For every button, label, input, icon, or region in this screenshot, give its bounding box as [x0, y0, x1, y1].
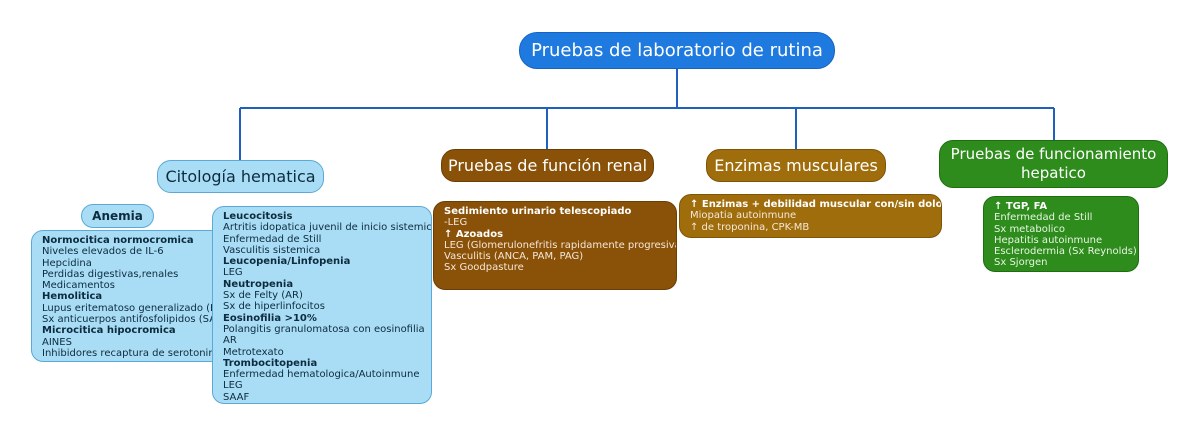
box-line: AINES [42, 336, 72, 348]
box-heading: ↑ Enzimas + debilidad muscular con/sin d… [690, 199, 942, 210]
box-line: Enfermedad hematologica/Autoinmune [223, 369, 420, 381]
anemia-node[interactable]: Anemia [81, 204, 154, 228]
box-line: Vasculitis (ANCA, PAM, PAG) [444, 251, 584, 263]
box-line: Esclerodermia (Sx Reynolds) [994, 246, 1137, 258]
musculares-detail-box: ↑ Enzimas + debilidad muscular con/sin d… [679, 194, 942, 238]
box-line: Enfermedad de Still [994, 212, 1093, 224]
box-line: Artritis idopatica juvenil de inicio sis… [223, 222, 432, 234]
box-heading: ↑ TGP, FA [994, 201, 1048, 212]
box-heading: Eosinofilia >10% [223, 312, 317, 324]
citologia-node[interactable]: Citología hematica [157, 160, 324, 193]
box-heading: Leucocitosis [223, 211, 293, 222]
box-line: Hepcidina [42, 257, 92, 269]
box-line: Sx de Felty (AR) [223, 290, 303, 302]
box-line: LEG [223, 380, 243, 392]
hepatico-node[interactable]: Pruebas de funcionamiento hepatico [939, 140, 1168, 188]
renal-detail-box: Sedimiento urinario telescopiado-LEG↑ Az… [433, 201, 677, 290]
box-line: Polangitis granulomatosa con eosinofilia [223, 323, 425, 335]
box-line: Enfermedad de Still [223, 233, 322, 245]
box-line: ↑ de troponina, CPK-MB [690, 221, 810, 233]
musculares-title: Enzimas musculares [714, 156, 878, 175]
box-line: Inhibidores recaptura de serotonina [42, 347, 221, 359]
box-line: Sx de hiperlinfocitos [223, 301, 325, 313]
box-line: Vasculitis sistemica [223, 244, 321, 256]
box-line: -LEG [444, 217, 468, 229]
box-heading: Microcitica hipocromica [42, 325, 176, 337]
box-line: Sx anticuerpos antifosfolipidos (SAAF) [42, 314, 233, 326]
musculares-node[interactable]: Enzimas musculares [706, 149, 886, 182]
box-heading: Neutropenia [223, 278, 294, 290]
box-line: Medicamentos [42, 280, 116, 292]
box-line: Sx Goodpasture [444, 262, 524, 274]
root-node[interactable]: Pruebas de laboratorio de rutina [519, 32, 835, 69]
box-heading: Hemolitica [42, 291, 103, 303]
box-line: Perdidas digestivas,renales [42, 268, 179, 280]
hepatico-title: Pruebas de funcionamiento hepatico [950, 145, 1157, 182]
box-heading: Normocitica normocromica [42, 235, 194, 246]
citologia-title: Citología hematica [165, 167, 316, 186]
renal-title: Pruebas de función renal [447, 156, 648, 175]
box-line: LEG [223, 267, 243, 279]
box-line: Miopatia autoinmune [690, 210, 797, 222]
box-line: Hepatitis autoinmune [994, 234, 1103, 246]
anemia-title: Anemia [92, 209, 143, 223]
renal-node[interactable]: Pruebas de función renal [441, 149, 654, 182]
box-line: LEG (Glomerulonefritis rapidamente progr… [444, 239, 677, 251]
box-heading: Leucopenia/Linfopenia [223, 256, 351, 268]
box-line: Lupus eritematoso generalizado (LEG) [42, 302, 234, 314]
box-line: Metrotexato [223, 346, 284, 358]
box-heading: Sedimiento urinario telescopiado [444, 206, 632, 217]
box-line: Sx Sjorgen [994, 257, 1048, 269]
box-line: Sx metabolico [994, 223, 1066, 235]
box-line: Niveles elevados de IL-6 [42, 246, 164, 258]
box-line: SAAF [223, 391, 250, 403]
box-heading: Trombocitopenia [223, 357, 318, 369]
root-title: Pruebas de laboratorio de rutina [531, 40, 823, 61]
box-line: AR [223, 335, 237, 347]
box-heading: ↑ Azoados [444, 228, 504, 240]
